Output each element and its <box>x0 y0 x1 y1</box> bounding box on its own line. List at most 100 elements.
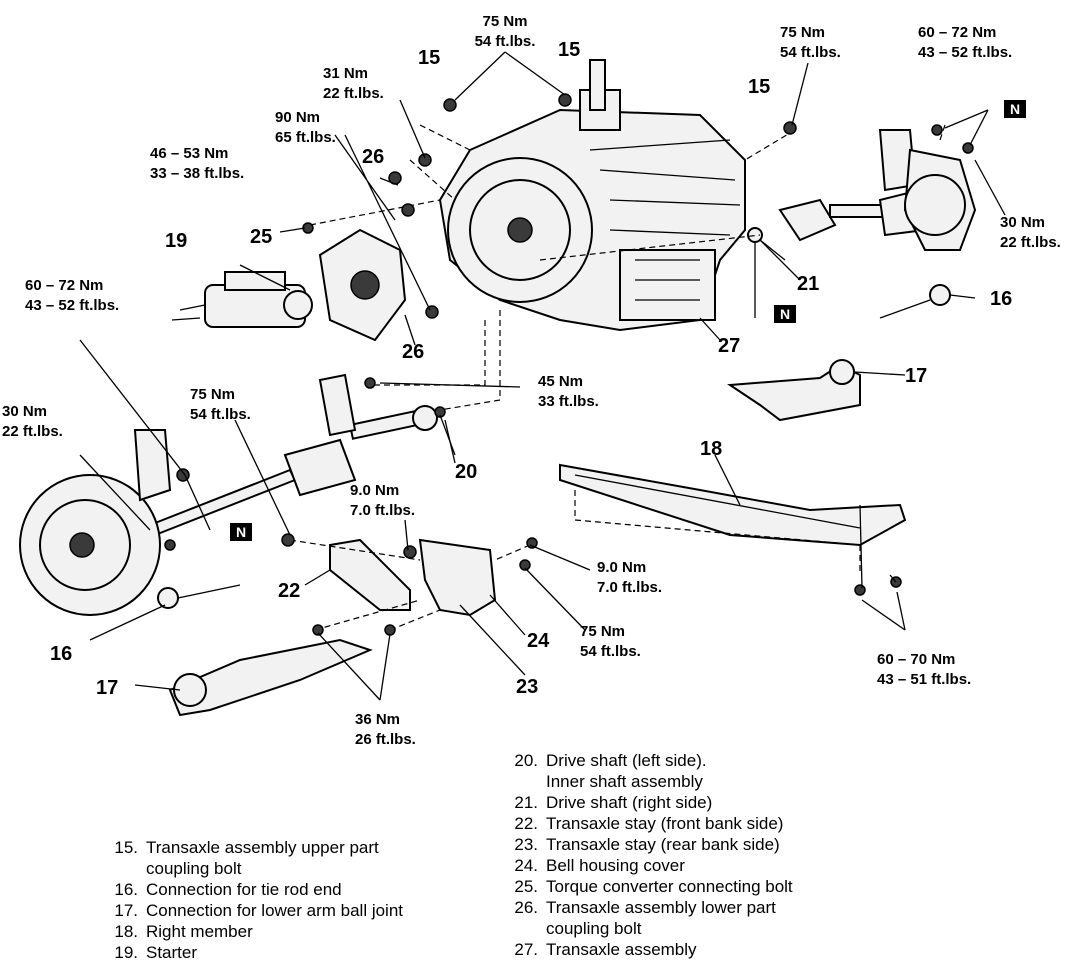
left-knuckle-hub <box>19 429 172 616</box>
legend-item: 24.Bell housing cover <box>500 855 920 876</box>
right-member <box>559 463 907 547</box>
torque-label-t6: 60 – 72 Nm 43 – 52 ft.lbs. <box>918 24 1012 61</box>
torque-label-t11: 45 Nm 33 ft.lbs. <box>538 373 599 410</box>
legend-item: 15. Transaxle assembly upper part couplin… <box>100 837 500 879</box>
legend-number: 21. <box>514 793 538 812</box>
svg-text:N: N <box>236 524 246 540</box>
callout-22: 22 <box>278 580 300 602</box>
callout-18: 18 <box>700 438 722 460</box>
torque-nm: 60 – 72 Nm <box>918 24 996 41</box>
torque-nm: 36 Nm <box>355 711 400 728</box>
legend-item: 20.Drive shaft (left side). Inner shaft … <box>500 750 920 792</box>
legend-item: 26.Transaxle assembly lower part couplin… <box>500 897 920 939</box>
torque-label-t10: 75 Nm 54 ft.lbs. <box>190 386 251 423</box>
alignment-lines <box>289 124 946 631</box>
legend-item: 19. Starter <box>100 942 500 963</box>
torque-label-t14: 75 Nm 54 ft.lbs. <box>580 623 641 660</box>
legend-number: 24. <box>514 856 538 875</box>
torque-nm: 75 Nm <box>580 623 625 640</box>
legend-number: 15. <box>114 838 138 857</box>
torque-nm: 30 Nm <box>1000 214 1045 231</box>
torque-label-t16: 60 – 70 Nm 43 – 51 ft.lbs. <box>877 651 971 688</box>
torque-nm: 45 Nm <box>538 373 583 390</box>
tie-rod-end-left <box>157 584 241 609</box>
legend-item: 27. Transaxle assembly <box>500 939 920 960</box>
legend-item: 18.Right member <box>100 921 500 942</box>
starter <box>171 271 313 328</box>
right-knuckle-hub <box>878 129 977 251</box>
torque-nm: 30 Nm <box>2 403 47 420</box>
legend-text: Torque converter connecting bolt <box>546 877 793 896</box>
legend-text: Transaxle stay (rear bank side) <box>546 835 780 854</box>
leader-lines <box>79 51 1006 701</box>
legend-text: Transaxle stay (front bank side) <box>546 814 784 833</box>
drive-shaft-right <box>747 188 927 243</box>
torque-nm: 75 Nm <box>190 386 235 403</box>
torque-label-t12: 9.0 Nm 7.0 ft.lbs. <box>350 482 415 519</box>
callout-15: 15 <box>418 47 440 69</box>
torque-ft: 43 – 52 ft.lbs. <box>25 297 119 314</box>
n-marker: N <box>230 523 252 541</box>
callout-21: 21 <box>797 273 819 295</box>
legend-left: 15. Transaxle assembly upper part couplin… <box>100 837 500 963</box>
legend-item: 17.Connection for lower arm ball joint <box>100 900 500 921</box>
torque-ft: 22 ft.lbs. <box>323 85 384 102</box>
callout-23: 23 <box>516 676 538 698</box>
legend-number: 27. <box>514 940 538 959</box>
legend-text: Connection for tie rod end <box>146 880 342 899</box>
converter-housing-plate <box>318 228 407 342</box>
torque-label-t15: 36 Nm 26 ft.lbs. <box>355 711 416 748</box>
legend-number: 16. <box>114 880 138 899</box>
torque-ft: 54 ft.lbs. <box>780 44 841 61</box>
torque-nm: 60 – 70 Nm <box>877 651 955 668</box>
lower-arm-right <box>727 359 861 422</box>
legend-text: Starter <box>146 943 198 962</box>
torque-ft: 43 – 52 ft.lbs. <box>918 44 1012 61</box>
torque-nm: 75 Nm <box>780 24 825 41</box>
torque-nm: 90 Nm <box>275 109 320 126</box>
callout-27: 27 <box>718 335 740 357</box>
torque-label-t13: 9.0 Nm 7.0 ft.lbs. <box>597 559 662 596</box>
torque-ft: 54 ft.lbs. <box>475 33 536 50</box>
legend-text: Drive shaft (right side) <box>546 793 713 812</box>
n-marker: N <box>1004 100 1026 118</box>
torque-nm: 75 Nm <box>482 13 527 30</box>
svg-text:N: N <box>780 306 790 322</box>
torque-label-t4: 46 – 53 Nm 33 – 38 ft.lbs. <box>150 145 244 182</box>
tie-rod-end-right <box>879 284 951 319</box>
torque-ft: 33 – 38 ft.lbs. <box>150 165 244 182</box>
callout-15: 15 <box>748 76 770 98</box>
legend-item: 16. Connection for tie rod end <box>100 879 500 900</box>
legend-text: Transaxle assembly upper part coupling b… <box>146 838 379 878</box>
torque-ft: 54 ft.lbs. <box>190 406 251 423</box>
transaxle-stay-rear <box>418 538 497 617</box>
callout-17: 17 <box>905 365 927 387</box>
torque-ft: 54 ft.lbs. <box>580 643 641 660</box>
legend-item: 21. Drive shaft (right side) <box>500 792 920 813</box>
torque-label-t8: 60 – 72 Nm 43 – 52 ft.lbs. <box>25 277 119 314</box>
legend-text: Transaxle assembly <box>546 940 697 959</box>
torque-ft: 26 ft.lbs. <box>355 731 416 748</box>
drive-shaft-left <box>148 373 438 537</box>
callout-20: 20 <box>455 461 477 483</box>
callout-25: 25 <box>250 226 272 248</box>
torque-ft: 33 ft.lbs. <box>538 393 599 410</box>
legend-number: 19. <box>114 943 138 962</box>
torque-ft: 7.0 ft.lbs. <box>597 579 662 596</box>
torque-ft: 65 ft.lbs. <box>275 129 336 146</box>
torque-ft: 22 ft.lbs. <box>1000 234 1061 251</box>
torque-label-t9: 30 Nm 22 ft.lbs. <box>2 403 63 440</box>
legend-number: 22. <box>514 814 538 833</box>
torque-ft: 7.0 ft.lbs. <box>350 502 415 519</box>
legend-item: 22. Transaxle stay (front bank side) <box>500 813 920 834</box>
callout-15: 15 <box>558 39 580 61</box>
torque-label-t7: 30 Nm 22 ft.lbs. <box>1000 214 1061 251</box>
callout-26: 26 <box>362 146 384 168</box>
legend-right: 20.Drive shaft (left side). Inner shaft … <box>500 750 920 960</box>
n-marker: N <box>774 305 796 323</box>
legend-text: Transaxle assembly lower part coupling b… <box>546 898 776 938</box>
callout-19: 19 <box>165 230 187 252</box>
legend-number: 17. <box>114 901 138 920</box>
torque-nm: 31 Nm <box>323 65 368 82</box>
